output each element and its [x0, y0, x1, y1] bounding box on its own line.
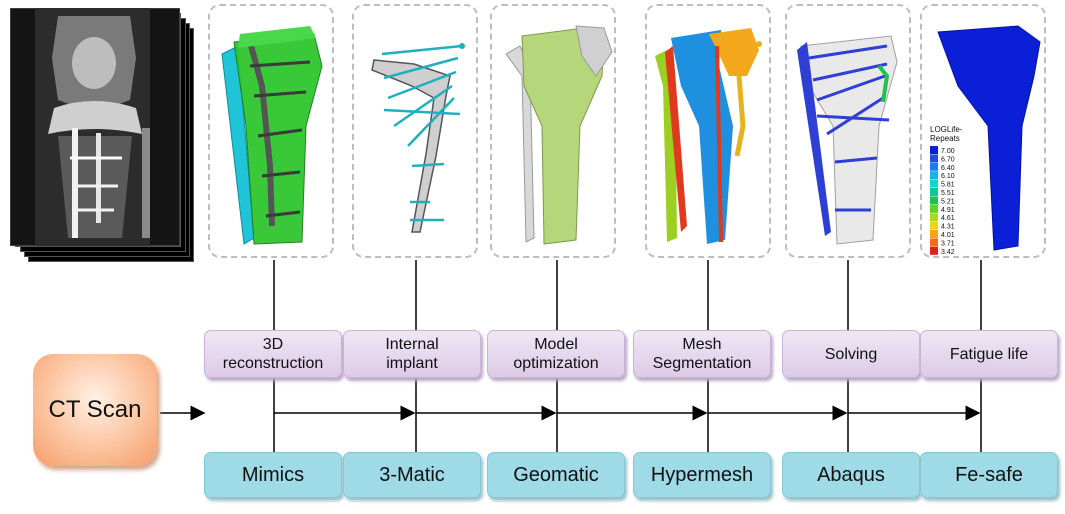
- legend-swatch-1: [930, 146, 938, 154]
- panel-model-optimization: [490, 4, 616, 258]
- step-label-2: Internal implant: [343, 330, 481, 378]
- legend-value-13: 3.42: [941, 249, 955, 256]
- step-label-1: 3D reconstruction: [204, 330, 342, 378]
- legend-value-1: 7.00: [941, 148, 955, 155]
- tool-box-1: Mimics: [204, 452, 342, 498]
- legend-value-7: 5.21: [941, 198, 955, 205]
- ct-scan-label: CT Scan: [48, 396, 142, 423]
- solving-model-image: [797, 35, 898, 245]
- legend-title-line1: LOGLife-: [930, 125, 963, 134]
- optimized-model-image: [505, 25, 613, 245]
- panel-internal-implant: [352, 4, 478, 258]
- tool-box-5: Abaqus: [782, 452, 920, 498]
- panel-mesh-segmentation: [645, 4, 771, 258]
- implant-model-image: [371, 43, 465, 233]
- legend-swatch-10: [930, 221, 938, 230]
- legend-swatch-11: [930, 230, 938, 238]
- legend-swatch-5: [930, 179, 938, 188]
- legend-color-scale: 7.006.70 6.406.10 5.815.515.21 4.914.61 4.31…: [930, 146, 955, 256]
- legend-swatch-6: [930, 188, 938, 196]
- legend-value-12: 3.71: [941, 240, 955, 247]
- legend-value-3: 6.40: [941, 165, 955, 172]
- legend-swatch-9: [930, 213, 938, 222]
- panel-solving: [785, 4, 911, 258]
- legend-swatch-3: [930, 162, 938, 171]
- legend-swatch-13: [930, 246, 938, 255]
- legend-value-11: 4.01: [941, 232, 955, 239]
- legend-swatch-4: [930, 171, 938, 180]
- tool-box-3: Geomatic: [487, 452, 625, 498]
- reconstruction-model-image: [221, 26, 323, 245]
- ct-scan-box: CT Scan: [33, 354, 157, 466]
- ct-slice-image: [10, 8, 180, 246]
- segmentation-model-image: [655, 28, 762, 244]
- legend-value-10: 4.31: [941, 224, 955, 231]
- legend-title-line2: Repeats: [930, 134, 960, 143]
- step-label-3: Model optimization: [487, 330, 625, 378]
- tool-box-2: 3-Matic: [343, 452, 481, 498]
- ct-image-stack: [10, 8, 198, 262]
- step-label-5: Solving: [782, 330, 920, 378]
- legend-swatch-12: [930, 238, 938, 247]
- legend-value-5: 5.81: [941, 182, 955, 189]
- legend-value-9: 4.61: [941, 215, 955, 222]
- legend-value-6: 5.51: [941, 190, 955, 197]
- tool-box-6: Fe-safe: [920, 452, 1058, 498]
- tool-box-4: Hypermesh: [633, 452, 771, 498]
- legend-swatch-7: [930, 196, 938, 205]
- step-label-4: Mesh Segmentation: [633, 330, 771, 378]
- panel-3d-reconstruction: [208, 4, 334, 258]
- legend-value-8: 4.91: [941, 207, 955, 214]
- legend-swatch-8: [930, 204, 938, 213]
- legend-value-2: 6.70: [941, 156, 955, 163]
- legend-swatch-2: [930, 154, 938, 163]
- legend-value-4: 6.10: [941, 173, 955, 180]
- step-label-6: Fatigue life: [920, 330, 1058, 378]
- fatigue-model-image: LOGLife- Repeats 7.006.70 6.406.10 5.815.5…: [928, 25, 1041, 256]
